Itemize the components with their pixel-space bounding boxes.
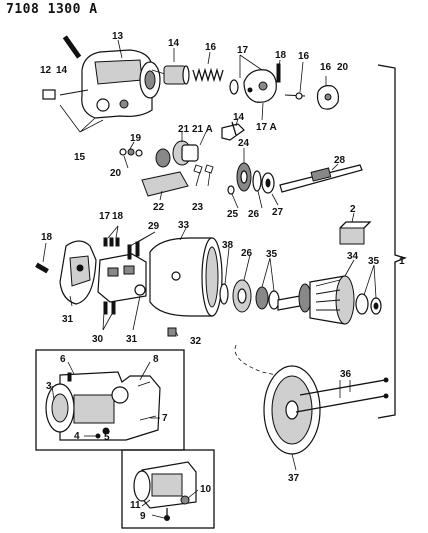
callout-14-b: 14 — [168, 38, 180, 49]
callout-30: 30 — [92, 334, 104, 345]
leader-lines — [42, 39, 377, 519]
small-washers — [119, 148, 143, 157]
callout-5: 5 — [104, 432, 110, 443]
callout-10: 10 — [200, 484, 212, 495]
callout-18-a: 18 — [275, 50, 287, 61]
callout-14-a: 14 — [56, 65, 68, 76]
callout-28: 28 — [334, 155, 346, 166]
callout-26-a: 26 — [248, 209, 260, 220]
callout-35-b: 35 — [368, 256, 380, 267]
end-plate-and-bolts — [263, 365, 389, 455]
callout-2: 2 — [350, 204, 356, 215]
callout-25: 25 — [227, 209, 239, 220]
assembly-bracket — [377, 64, 407, 419]
callout-3: 3 — [46, 381, 52, 392]
plunger-and-spring — [163, 65, 224, 85]
callout-8: 8 — [153, 354, 159, 365]
inset-starter-bolt-detail — [121, 449, 215, 529]
callout-20-b: 20 — [337, 62, 349, 73]
callout-26-b: 26 — [241, 248, 253, 259]
callout-34: 34 — [347, 251, 359, 262]
callout-37: 37 — [288, 473, 300, 484]
callout-4: 4 — [74, 431, 80, 442]
shield-plate — [141, 171, 189, 197]
callout-12: 12 — [40, 65, 52, 76]
callout-33: 33 — [178, 220, 190, 231]
callout-17-c: 17 A — [256, 122, 277, 133]
callout-9: 9 — [140, 511, 146, 522]
callout-6: 6 — [60, 354, 66, 365]
callout-27: 27 — [272, 207, 284, 218]
callout-22: 22 — [153, 202, 165, 213]
callout-1: 1 — [399, 256, 405, 267]
callout-13: 13 — [112, 31, 124, 42]
callout-31-a: 31 — [62, 314, 74, 325]
callout-24: 24 — [238, 138, 250, 149]
drive-shaft — [279, 164, 363, 193]
callout-11: 11 — [130, 500, 141, 511]
shift-fork — [155, 121, 245, 174]
callout-35-a: 35 — [266, 249, 278, 260]
callout-7: 7 — [162, 413, 168, 424]
callout-21: 21 — [178, 124, 190, 135]
solenoid-housing — [42, 35, 166, 119]
callout-19: 19 — [130, 133, 142, 144]
callout-16-b: 16 — [298, 51, 310, 62]
idler-gear — [227, 162, 275, 195]
callout-16-a: 16 — [205, 42, 217, 53]
callout-38: 38 — [222, 240, 234, 251]
diagram-title: 7108 1300 A — [6, 2, 98, 17]
inset-starter-mounting — [35, 349, 185, 451]
gear-train — [219, 279, 280, 313]
solenoid-contact-cap — [229, 63, 339, 110]
callout-18-b: 18 — [112, 211, 124, 222]
dashed-leader — [234, 344, 301, 381]
callout-21-a: 21 A — [192, 124, 213, 135]
callout-20-a: 20 — [110, 168, 122, 179]
callout-32: 32 — [190, 336, 202, 347]
callout-14-c: 14 — [233, 112, 245, 123]
callout-17-a: 17 — [237, 45, 249, 56]
field-frame — [149, 237, 223, 337]
callout-36: 36 — [340, 369, 352, 380]
callout-23: 23 — [192, 202, 204, 213]
callout-29: 29 — [148, 221, 160, 232]
brush-block — [339, 221, 372, 245]
callout-16-c: 16 — [320, 62, 332, 73]
callout-17-b: 17 — [99, 211, 111, 222]
armature — [277, 275, 382, 325]
callout-15: 15 — [74, 152, 86, 163]
callout-18-c: 18 — [41, 232, 53, 243]
callout-31-b: 31 — [126, 334, 138, 345]
callout-labels: 1 2 3 4 5 6 7 8 9 10 11 12 13 14 14 14 1… — [40, 31, 405, 522]
commutator-end-housing — [35, 237, 147, 315]
